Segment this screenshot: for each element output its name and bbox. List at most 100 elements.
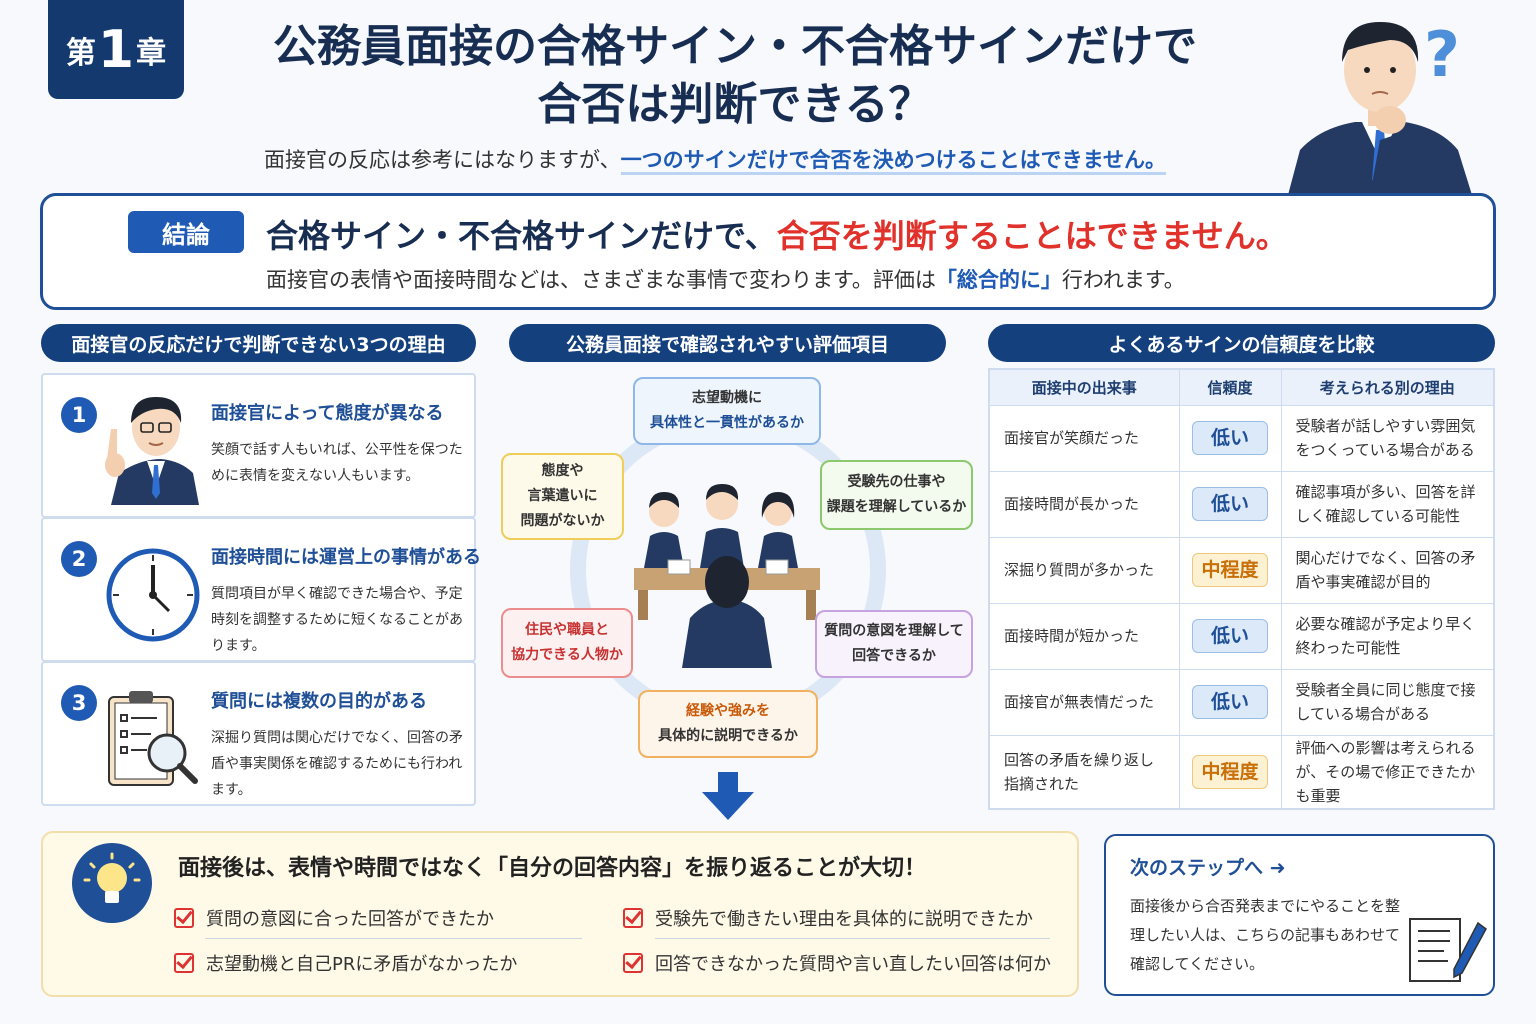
- conclusion-sub-bold: 「総合的に」: [935, 268, 1062, 292]
- eval-item-manners: 態度や言葉遣いに問題がないか: [501, 453, 624, 540]
- conclusion-sub-pre: 面接官の表情や面接時間などは、さまざまな事情で変わります。評価は: [266, 268, 936, 292]
- reason-body: 質問項目が早く確認できた場合や、予定時刻を調整するために短くなることがあります。: [211, 586, 463, 654]
- eval-line: 問題がないか: [520, 513, 605, 529]
- eval-line: 志望動機に: [692, 390, 762, 406]
- reasons-header: 面接官の反応だけで判断できない3つの理由: [41, 324, 476, 362]
- check-item: 受験先で働きたい理由を具体的に説明できたか: [623, 905, 1033, 931]
- reason-cell: 受験者全員に同じ態度で接している場合がある: [1280, 668, 1495, 736]
- reason-cell: 受験者が話しやすい雰囲気をつくっている場合がある: [1280, 404, 1495, 472]
- column-header: 考えられる別の理由: [1280, 368, 1495, 406]
- evaluation-header: 公務員面接で確認されやすい評価項目: [509, 324, 946, 362]
- check-text: 質問の意図に合った回答ができたか: [206, 909, 494, 930]
- eval-item-experience: 経験や強みを具体的に説明できるか: [638, 690, 818, 758]
- comparison-header: よくあるサインの信頼度を比較: [988, 324, 1495, 362]
- column-header: 面接中の出来事: [988, 368, 1180, 406]
- eval-line: 経験や強みを: [685, 703, 770, 719]
- eval-line: 言葉遣いに: [527, 488, 598, 504]
- comparison-table: 面接中の出来事 信頼度 考えられる別の理由 面接官が笑顔だった低い受験者が話しや…: [988, 368, 1495, 810]
- chapter-badge: 第 1 章: [48, 0, 184, 99]
- next-step-heading[interactable]: 次のステップへ ➜: [1130, 857, 1286, 879]
- interviewer-man-icon: [105, 397, 199, 505]
- checkbox-icon: [623, 908, 643, 928]
- level-badge: 低い: [1192, 619, 1268, 653]
- eval-item-understanding: 受験先の仕事や課題を理解しているか: [820, 460, 973, 530]
- level-badge: 低い: [1192, 487, 1268, 521]
- eval-line: 具体性と一貫性があるか: [650, 415, 804, 431]
- subtitle-plain: 面接官の反応は参考にはなりますが、: [264, 148, 621, 172]
- checkbox-icon: [174, 953, 194, 973]
- column-header: 信頼度: [1178, 368, 1282, 406]
- clock-icon: [106, 548, 200, 642]
- level-badge: 低い: [1192, 421, 1268, 455]
- reason-title: 面接官によって態度が異なる: [211, 403, 444, 424]
- table-row: 面接時間が短かった低い必要な確認が予定より早く終わった可能性: [988, 602, 1495, 670]
- conclusion-heading-red: 合否を判断することはできません。: [776, 217, 1288, 255]
- reason-title: 面接時間には運営上の事情がある: [211, 547, 481, 568]
- thinking-man-icon: [1288, 22, 1472, 195]
- next-step-body: 面接後から合否発表までにやることを整理したい人は、こちらの記事もあわせて確認して…: [1130, 897, 1401, 973]
- reason-number: 1: [61, 397, 97, 433]
- check-item: 回答できなかった質問や言い直したい回答は何か: [623, 950, 1051, 976]
- interview-panel-icon: [634, 484, 820, 668]
- conclusion-heading: 合格サイン・不合格サインだけで、合否を判断することはできません。: [266, 211, 1288, 257]
- event-cell: 深掘り質問が多かった: [988, 536, 1180, 604]
- table-row: 深掘り質問が多かった中程度関心だけでなく、回答の矛盾や事実確認が目的: [988, 536, 1495, 604]
- lightbulb-icon: [72, 843, 152, 923]
- eval-line: 課題を理解しているか: [826, 499, 967, 515]
- reason-cell: 評価への影響は考えられるが、その場で修正できたかも重要: [1280, 734, 1495, 809]
- check-text: 受験先で働きたい理由を具体的に説明できたか: [655, 909, 1033, 930]
- reason-number: 3: [61, 685, 97, 721]
- title-line-1: 公務員面接の合格サイン・不合格サインだけで: [273, 21, 1197, 72]
- eval-line: 回答できるか: [852, 648, 936, 664]
- divider: [655, 938, 1050, 939]
- reason-card-3: 3 質問には複数の目的がある 深掘り質問は関心だけでなく、回答の矛盾や事実関係を…: [41, 661, 476, 806]
- level-badge: 中程度: [1192, 553, 1268, 587]
- eval-item-intent: 質問の意図を理解して回答できるか: [815, 610, 973, 678]
- event-cell: 面接時間が長かった: [988, 470, 1180, 538]
- check-item: 志望動機と自己PRに矛盾がなかったか: [174, 950, 517, 976]
- reason-card-1: 1 面接官によって態度が異なる 笑顔で話す人もいれば、公平性を保つために表情を変…: [41, 373, 476, 518]
- eval-item-cooperation: 住民や職員と協力できる人物か: [501, 608, 633, 678]
- subtitle-highlight: 一つのサインだけで合否を決めつけることはできません。: [620, 148, 1166, 175]
- clipboard-magnifier-icon: [108, 691, 198, 786]
- conclusion-label: 結論: [128, 211, 244, 253]
- conclusion-box: [40, 193, 1496, 310]
- check-item: 質問の意図に合った回答ができたか: [174, 905, 494, 931]
- arrow-down-icon: [702, 772, 754, 820]
- level-badge: 低い: [1192, 685, 1268, 719]
- check-text: 志望動機と自己PRに矛盾がなかったか: [206, 954, 518, 975]
- divider: [205, 938, 582, 939]
- reason-cell: 関心だけでなく、回答の矛盾や事実確認が目的: [1280, 536, 1495, 604]
- table-header-row: 面接中の出来事 信頼度 考えられる別の理由: [988, 368, 1495, 406]
- title-line-2: 合否は判断できる？: [537, 79, 933, 130]
- table-row: 回答の矛盾を繰り返し指摘された中程度評価への影響は考えられるが、その場で修正でき…: [988, 734, 1495, 809]
- eval-line: 住民や職員と: [524, 622, 609, 638]
- reason-body: 笑顔で話す人もいれば、公平性を保つために表情を変えない人もいます。: [211, 442, 463, 484]
- chapter-prefix: 第: [65, 35, 96, 71]
- reason-card-2: 2 面接時間には運営上の事情がある 質問項目が早く確認できた場合や、予定時刻を調…: [41, 517, 481, 662]
- eval-item-motivation: 志望動機に具体性と一貫性があるか: [633, 377, 821, 445]
- reason-cell: 確認事項が多い、回答を詳しく確認している可能性: [1280, 470, 1495, 538]
- event-cell: 面接官が無表情だった: [988, 668, 1180, 736]
- eval-line: 態度や: [541, 463, 584, 479]
- check-text: 回答できなかった質問や言い直したい回答は何か: [655, 954, 1051, 975]
- tip-box: [41, 831, 1079, 997]
- eval-line: 協力できる人物か: [511, 647, 623, 663]
- page-title: 公務員面接の合格サイン・不合格サインだけで 合否は判断できる？: [200, 18, 1270, 134]
- eval-line: 受験先の仕事や: [847, 474, 946, 490]
- checkbox-icon: [623, 953, 643, 973]
- conclusion-sub: 面接官の表情や面接時間などは、さまざまな事情で変わります。評価は「総合的に」行わ…: [266, 264, 1185, 294]
- table-row: 面接官が無表情だった低い受験者全員に同じ態度で接している場合がある: [988, 668, 1495, 736]
- tip-heading: 面接後は、表情や時間ではなく「自分の回答内容」を振り返ることが大切！: [178, 856, 927, 881]
- reason-cell: 必要な確認が予定より早く終わった可能性: [1280, 602, 1495, 670]
- event-cell: 回答の矛盾を繰り返し指摘された: [988, 734, 1180, 809]
- event-cell: 面接時間が短かった: [988, 602, 1180, 670]
- table-row: 面接時間が長かった低い確認事項が多い、回答を詳しく確認している可能性: [988, 470, 1495, 538]
- document-pen-icon: [1409, 918, 1487, 982]
- chapter-suffix: 章: [136, 35, 167, 71]
- level-badge: 中程度: [1192, 754, 1268, 789]
- page-subtitle: 面接官の反応は参考にはなりますが、一つのサインだけで合否を決めつけることはできま…: [150, 144, 1280, 175]
- eval-line: 質問の意図を理解して: [824, 623, 964, 639]
- conclusion-heading-plain: 合格サイン・不合格サインだけで、: [266, 217, 777, 255]
- reason-title: 質問には複数の目的がある: [211, 691, 427, 712]
